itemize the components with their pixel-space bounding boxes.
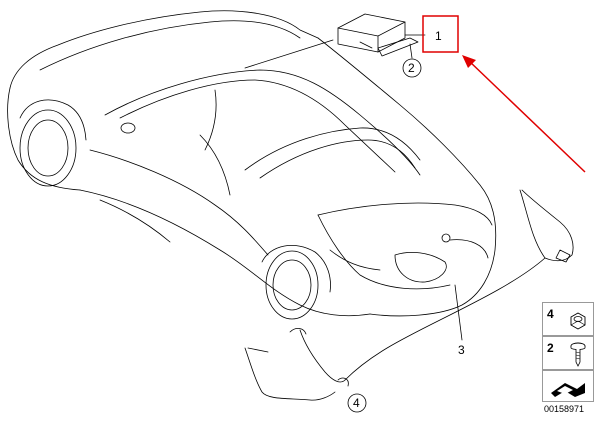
legend-nut: 4: [542, 302, 594, 336]
nut-icon: [570, 312, 586, 330]
callout-4-group: 4: [347, 393, 367, 413]
red-arrow-line: [467, 59, 586, 173]
highlight-annotation: [422, 15, 586, 173]
legend-arrow-symbol: [542, 370, 594, 402]
screw-icon: [570, 342, 586, 367]
leader-roof: [244, 39, 334, 69]
antenna-cable: [244, 189, 574, 401]
callout-2: 2: [408, 61, 415, 75]
legend-nut-number: 4: [547, 307, 554, 321]
callout-2-group: 2: [402, 58, 422, 78]
leader-part3: [454, 284, 463, 341]
callout-3: 3: [458, 343, 465, 357]
control-unit-part: [337, 13, 419, 57]
callout-4: 4: [353, 396, 360, 410]
leader-part2: [409, 43, 413, 59]
arrow-symbol-icon: [551, 383, 585, 397]
legend-screw: 2: [542, 336, 594, 370]
legend-screw-number: 2: [547, 341, 554, 355]
red-arrow-head: [462, 55, 476, 68]
highlight-box: [422, 15, 459, 53]
car-outline: [7, 10, 497, 320]
callout-1: 1: [435, 29, 442, 43]
diagram-id: 00158971: [544, 404, 585, 414]
